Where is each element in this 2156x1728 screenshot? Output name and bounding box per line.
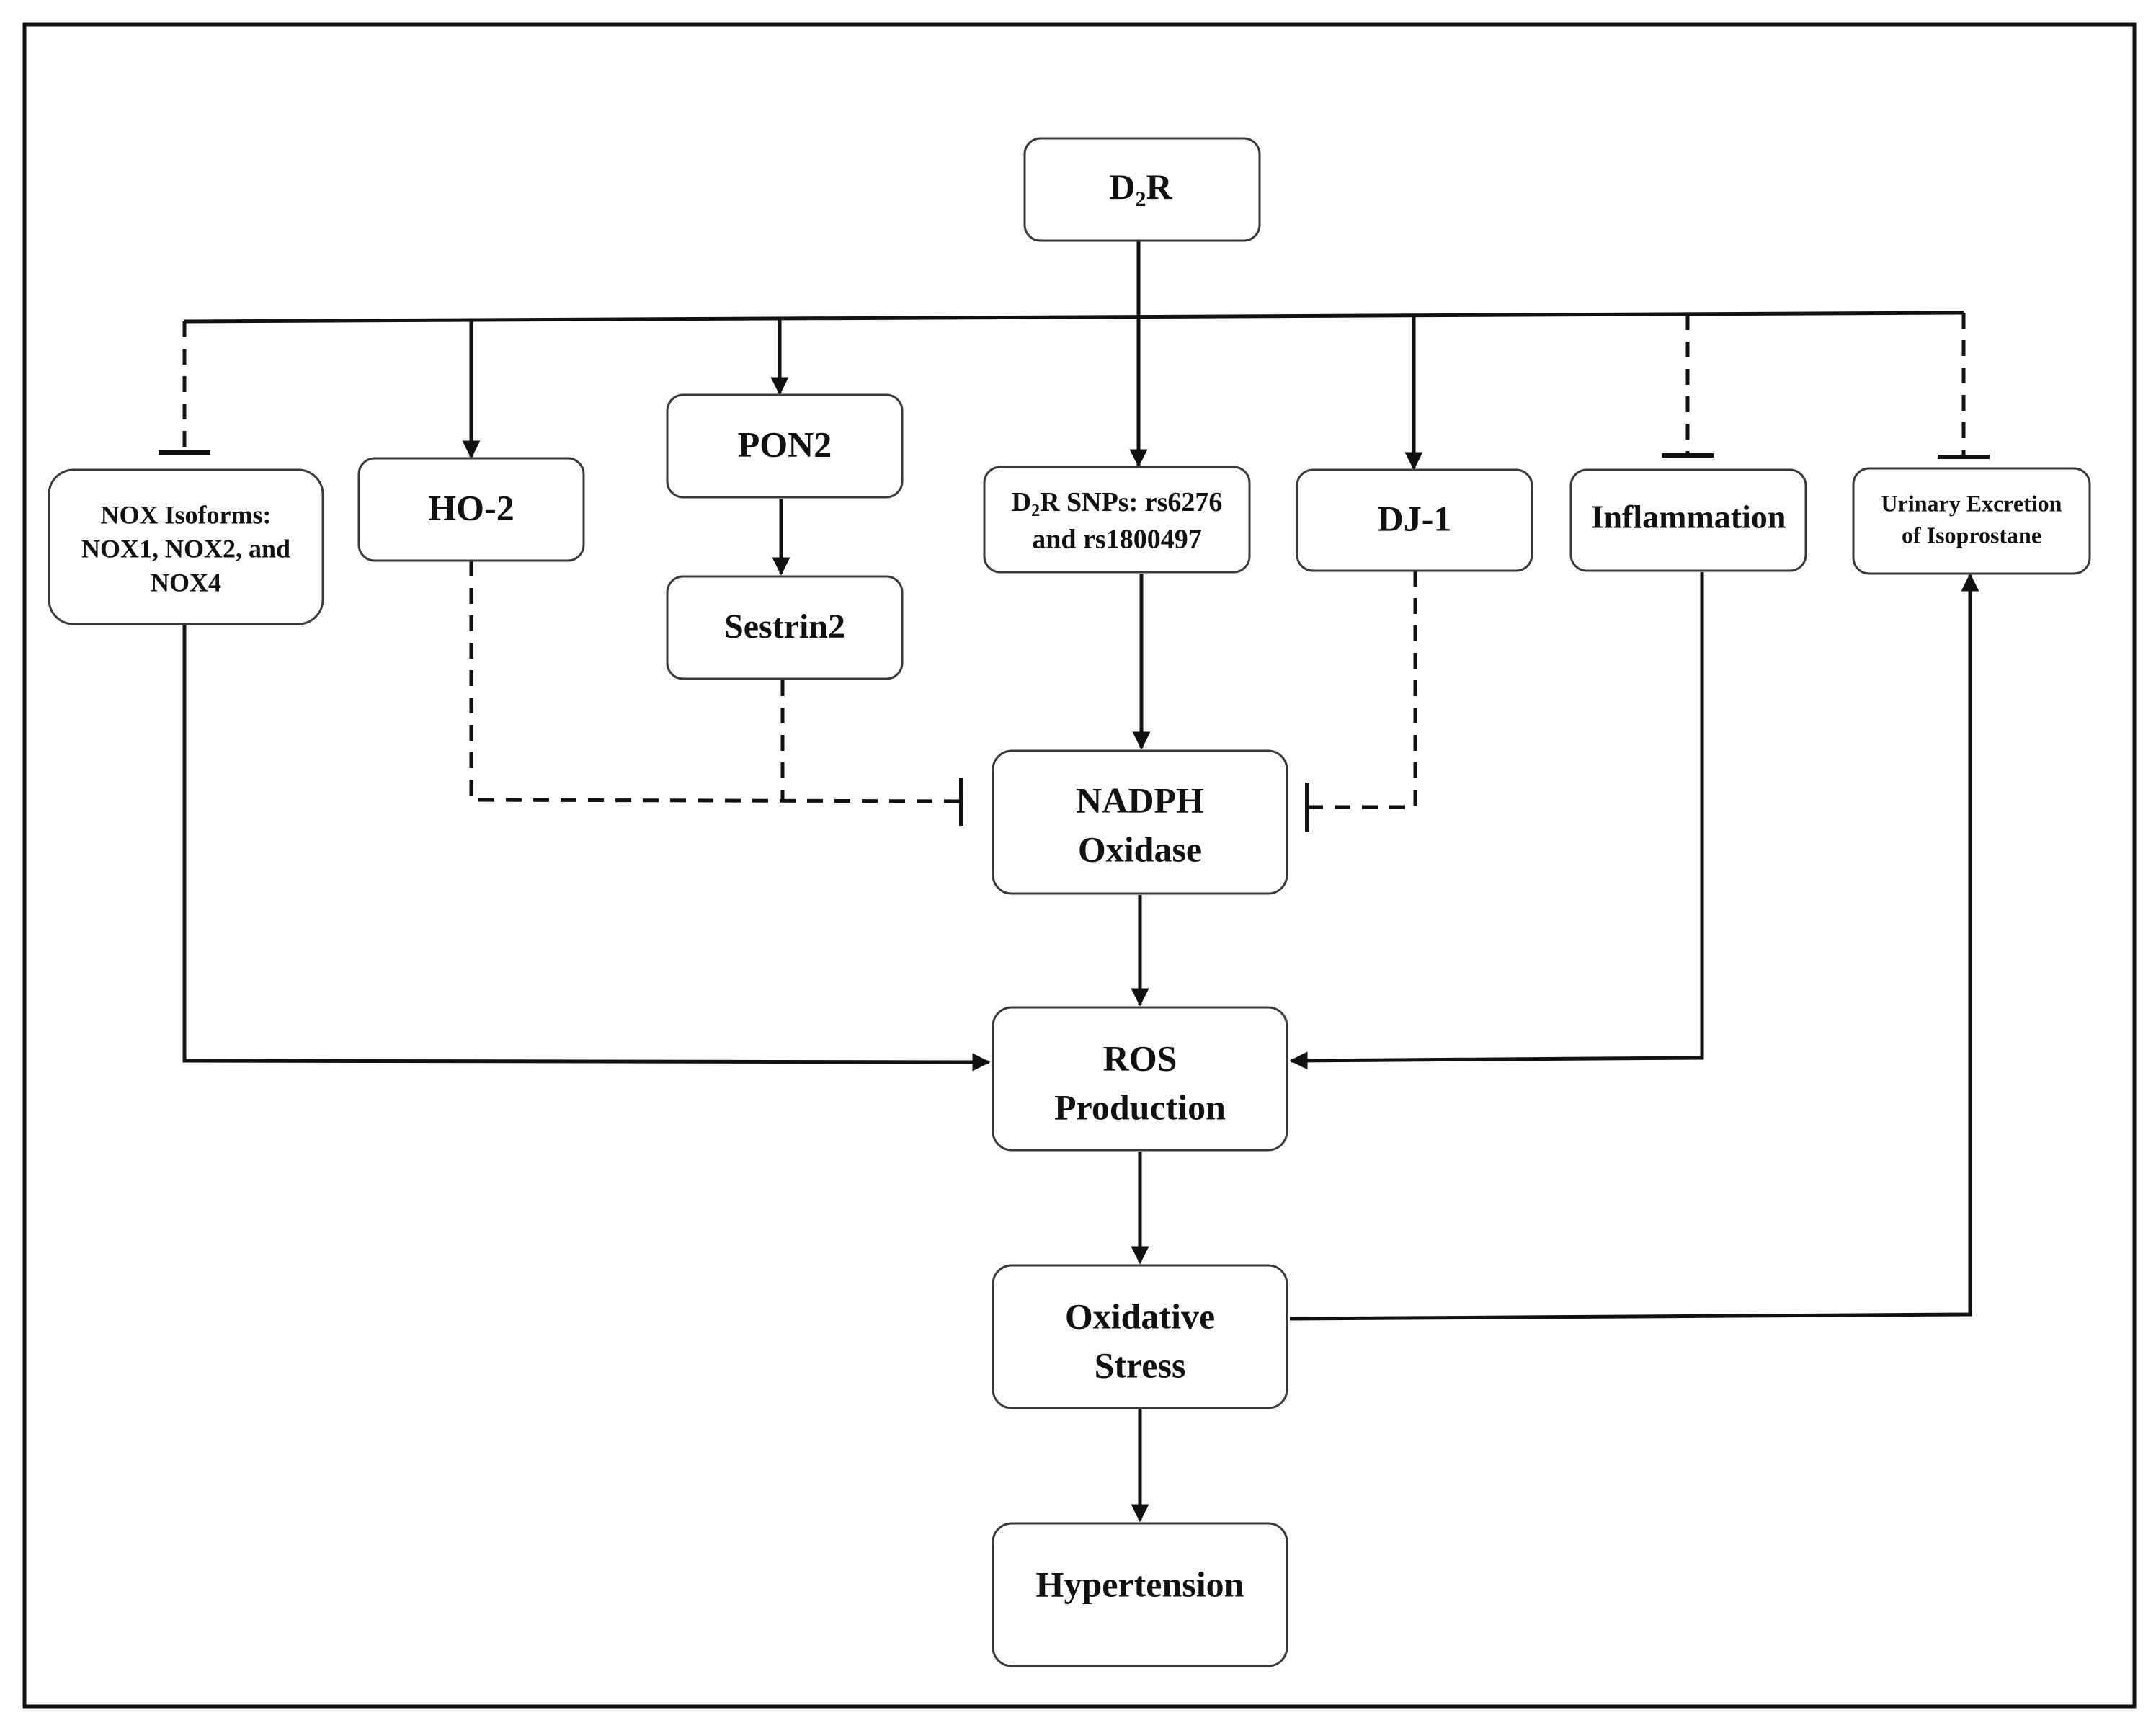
node-ho2-label: HO-2 — [428, 487, 514, 527]
node-nox-line-2: NOX1, NOX2, and — [81, 534, 290, 563]
node-snps-line-1: D2R SNPs: rs6276 — [1012, 487, 1223, 520]
node-nox-isoforms: NOX Isoforms: NOX1, NOX2, and NOX4 — [48, 468, 324, 625]
node-d2r: D2R — [1023, 137, 1261, 242]
node-oxidative-stress: Oxidative Stress — [992, 1264, 1288, 1409]
node-pon2-label: PON2 — [738, 424, 832, 464]
node-ros-line-2: Production — [1054, 1087, 1226, 1127]
node-nadph-line-2: Oxidase — [1078, 829, 1202, 869]
node-ho2: HO-2 — [357, 457, 585, 562]
node-dj1: DJ-1 — [1296, 468, 1533, 572]
node-inflammation-label: Inflammation — [1591, 499, 1786, 535]
edge-inflammation-to-ros — [1289, 572, 1704, 1070]
figure-frame — [22, 22, 2137, 1709]
node-nadph-line-1: NADPH — [1076, 780, 1204, 820]
node-urinary-line-1: Urinary Excretion — [1881, 490, 2062, 516]
edge-oxidative-to-urinary — [1289, 573, 1979, 1321]
node-pon2: PON2 — [666, 393, 904, 499]
node-ros-production: ROS Production — [992, 1006, 1288, 1152]
node-sestrin2: Sestrin2 — [666, 575, 904, 680]
node-inflammation: Inflammation — [1569, 468, 1807, 572]
node-nox-line-3: NOX4 — [151, 568, 221, 597]
node-urinary-excretion: Urinary Excretion of Isoprostane — [1852, 467, 2091, 575]
node-d2r-label: D2R — [1109, 166, 1172, 210]
node-nadph-oxidase: NADPH Oxidase — [992, 749, 1288, 895]
edge-dj1-to-nadph — [1307, 571, 1417, 809]
edges — [159, 241, 1990, 1523]
node-oxidative-line-2: Stress — [1095, 1345, 1186, 1385]
node-d2r-snps: D2R SNPs: rs6276 and rs1800497 — [983, 466, 1251, 574]
edge-nox-to-ros — [182, 625, 991, 1072]
node-oxidative-line-1: Oxidative — [1065, 1296, 1215, 1336]
edge-bus — [184, 311, 1964, 324]
node-dj1-label: DJ-1 — [1378, 498, 1452, 538]
node-urinary-line-2: of Isoprostane — [1902, 522, 2041, 548]
node-hypertension: Hypertension — [992, 1522, 1288, 1667]
node-sestrin2-label: Sestrin2 — [724, 607, 845, 646]
node-ros-line-1: ROS — [1103, 1038, 1177, 1078]
node-nox-line-1: NOX Isoforms: — [101, 500, 272, 529]
node-snps-line-2: and rs1800497 — [1032, 525, 1201, 555]
node-hypertension-label: Hypertension — [1036, 1564, 1244, 1604]
